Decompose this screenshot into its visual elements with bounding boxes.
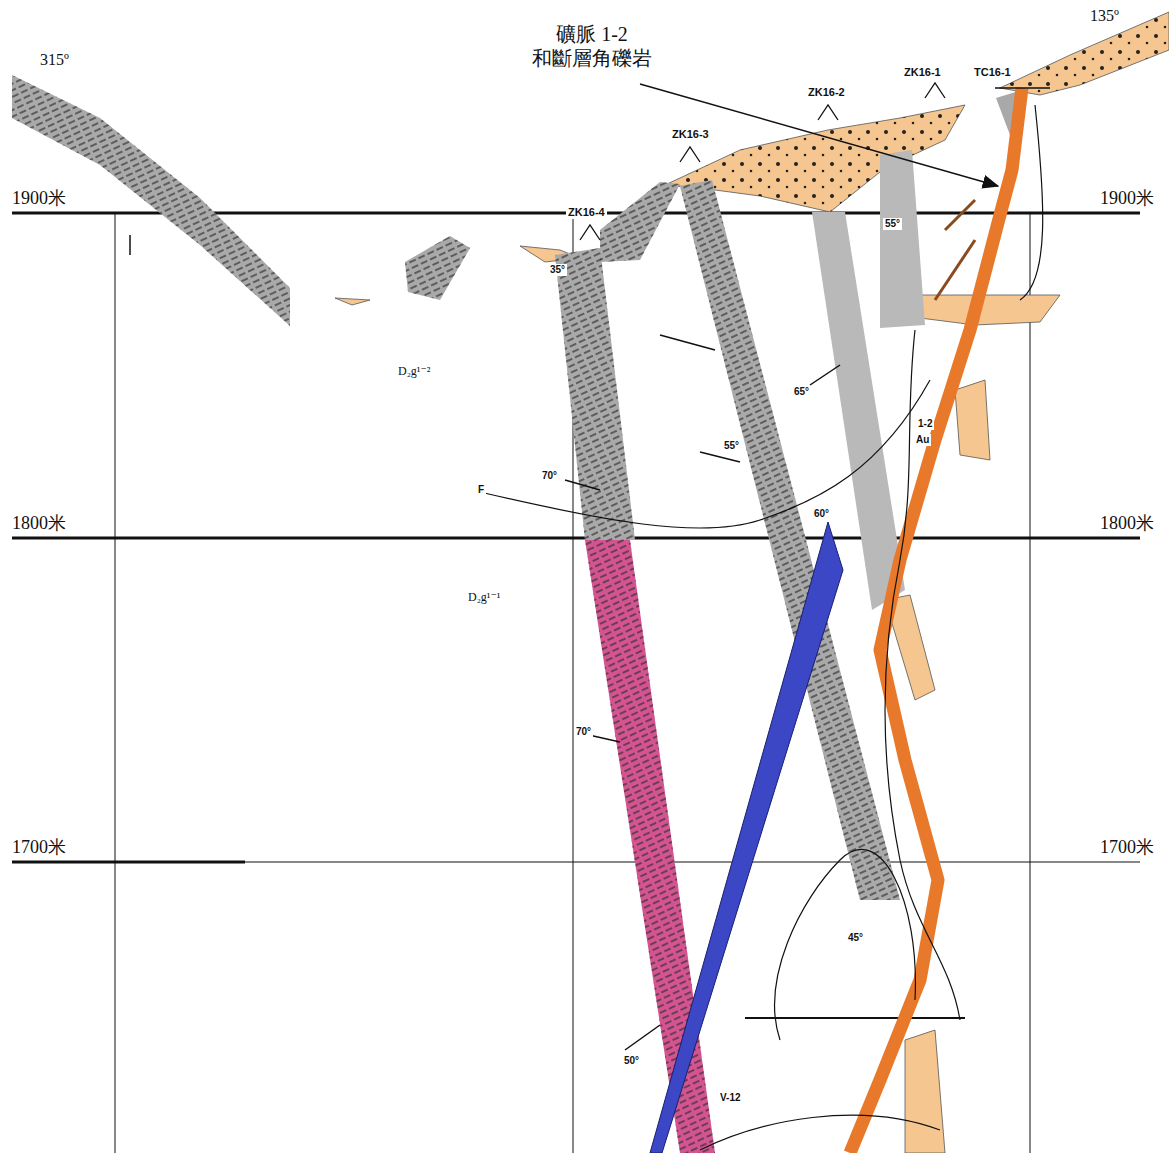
elevation-label: 1800米: [1098, 513, 1156, 535]
drill-hole-symbols: [580, 83, 1050, 240]
dip-angle: 50°: [622, 1055, 641, 1067]
callout-label: 礦脈 1-2 和斷層角礫岩: [515, 22, 669, 70]
leader-line: [640, 84, 998, 186]
drill-hole-label: ZK16-2: [806, 86, 847, 99]
vein-label: 1-2: [916, 418, 934, 430]
grid-lines: [12, 213, 1140, 1153]
elevation-label: 1700米: [10, 837, 68, 859]
rock-beds: [12, 75, 1022, 900]
dip-angle: 65°: [792, 386, 811, 398]
azimuth-label: 315º: [38, 50, 71, 69]
drill-hole-label: ZK16-1: [902, 66, 943, 79]
drill-hole-label: ZK16-3: [670, 128, 711, 141]
dip-angle: 55°: [722, 440, 741, 452]
drill-hole-label: ZK16-4: [566, 206, 607, 219]
fault-label: F: [476, 484, 486, 496]
elevation-label: 1900米: [1098, 188, 1156, 210]
dip-angle: 60°: [812, 508, 831, 520]
pink-vein: [585, 540, 715, 1153]
fault-lines: [480, 105, 1043, 1150]
elevation-label: 1800米: [10, 513, 68, 535]
dip-angle: 70°: [574, 726, 593, 738]
pink-vein-hatching: [585, 540, 715, 1153]
dip-angle: 70°: [540, 470, 559, 482]
dip-symbols: [130, 235, 840, 1050]
vein-label: V-12: [718, 1092, 743, 1104]
elevation-label: 1900米: [10, 188, 68, 210]
trench-label: TC16-1: [972, 66, 1013, 79]
dip-angle: 45°: [846, 932, 865, 944]
surface-deposits: [335, 12, 1169, 1153]
ore-vein: [850, 88, 1022, 1153]
formation-label: D₂g¹⁻²: [396, 364, 432, 378]
elevation-label: 1700米: [1098, 837, 1156, 859]
blue-vein: [650, 522, 843, 1153]
element-label: Au: [914, 434, 931, 446]
dip-angle: 55°: [883, 218, 902, 230]
formation-label: D₂g¹⁻¹: [466, 590, 502, 604]
dip-angle: 35°: [548, 264, 567, 276]
azimuth-label: 135º: [1088, 6, 1121, 25]
